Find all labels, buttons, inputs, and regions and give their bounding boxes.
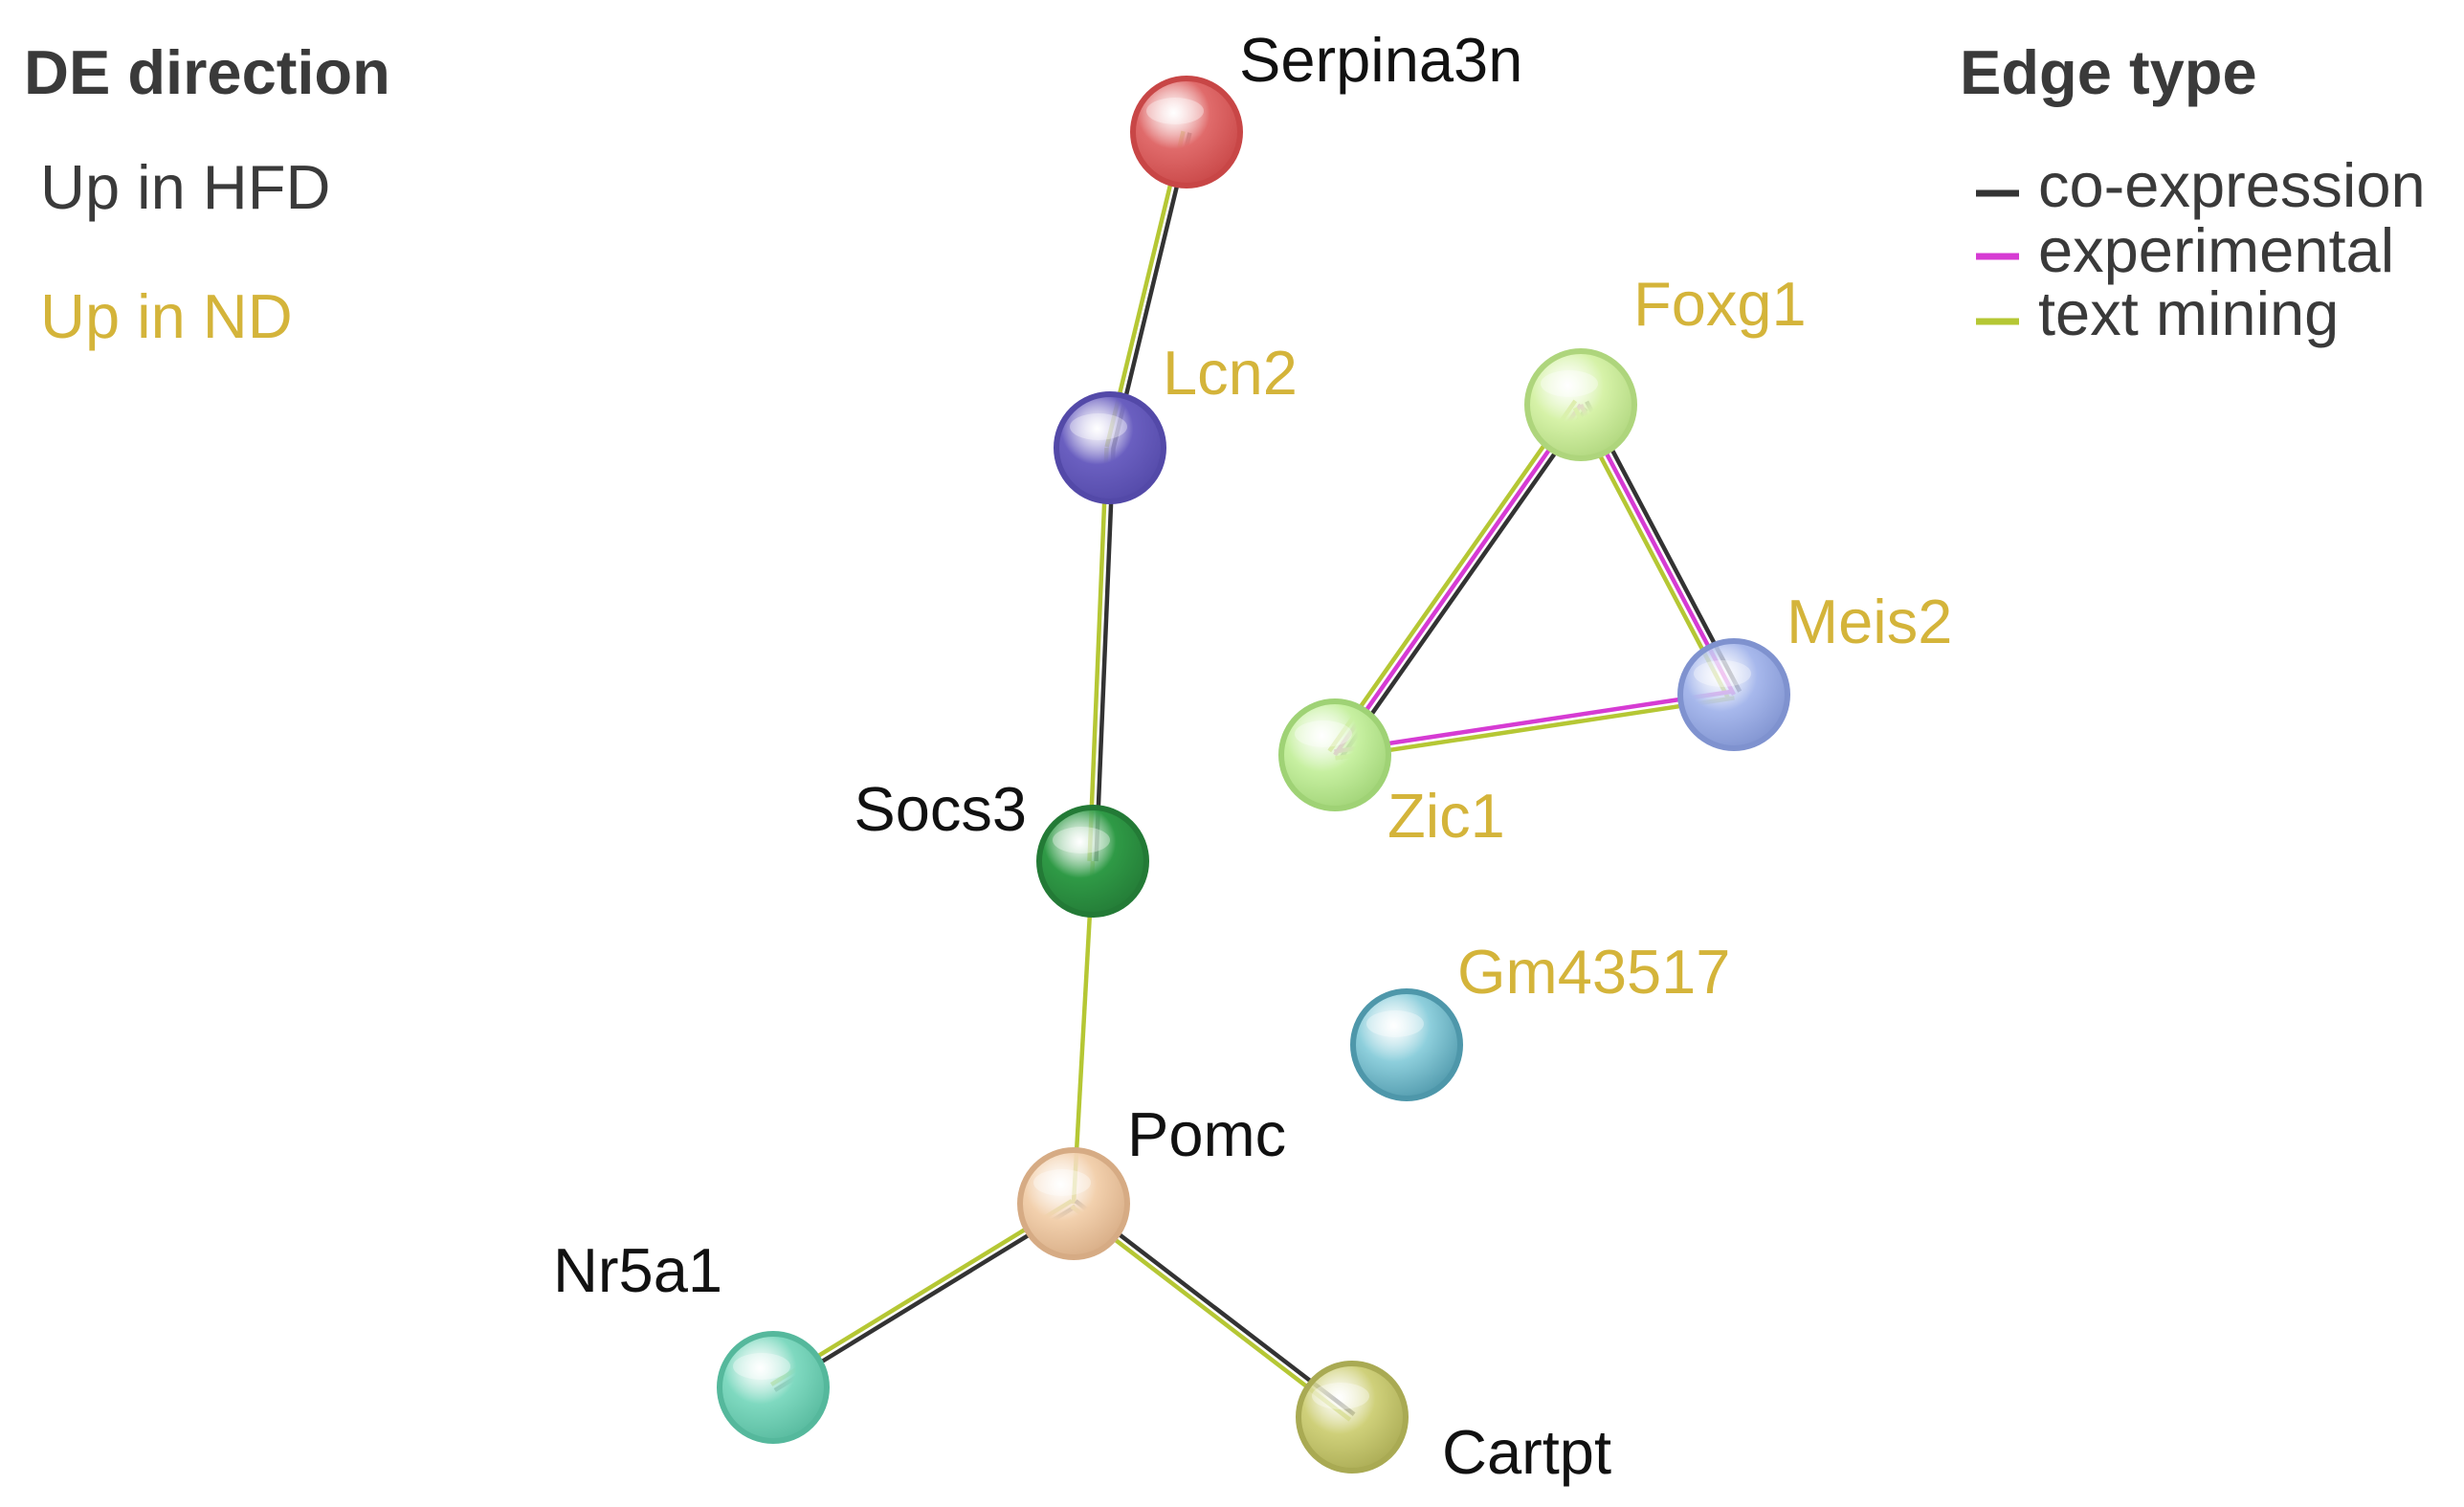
- node-nr5a1[interactable]: [717, 1331, 830, 1444]
- node-circle: [717, 1331, 830, 1444]
- edge-line-text-mining: [1335, 696, 1735, 761]
- edge-lcn2-socs3: [1087, 447, 1116, 862]
- de-legend-item-up-in-nd: Up in ND: [40, 281, 293, 351]
- edge-line-text-mining: [1087, 447, 1109, 861]
- edge-line-co-expression: [1074, 1199, 1356, 1417]
- edge-socs3-pomc: [1071, 860, 1096, 1205]
- node-pomc[interactable]: [1017, 1147, 1130, 1260]
- node-label-nr5a1: Nr5a1: [553, 1235, 722, 1305]
- node-label-meis2: Meis2: [1787, 587, 1952, 656]
- edge-line-co-expression: [1338, 407, 1588, 761]
- node-circle: [1677, 638, 1790, 751]
- node-meis2[interactable]: [1677, 638, 1790, 751]
- edge-pomc-cartpt: [1070, 1199, 1356, 1422]
- node-circle: [1278, 698, 1391, 811]
- node-label-gm43517: Gm43517: [1457, 937, 1730, 1007]
- node-circle: [1296, 1361, 1409, 1474]
- edge-line-text-mining: [1071, 860, 1096, 1205]
- edge-foxg1-zic1: [1327, 399, 1588, 761]
- node-highlight: [1070, 413, 1127, 440]
- edge-legend-item-experimental: experimental: [2038, 215, 2394, 285]
- node-gm43517[interactable]: [1350, 988, 1463, 1101]
- edge-legend-item-co-expression: co-expression: [2038, 150, 2426, 220]
- de-direction-legend: DE direction Up in HFD Up in ND: [24, 37, 390, 351]
- edge-line-experimental: [1333, 403, 1583, 757]
- node-highlight: [1295, 720, 1352, 747]
- edge-line-experimental: [1334, 689, 1734, 754]
- node-foxg1[interactable]: [1524, 348, 1637, 461]
- node-label-foxg1: Foxg1: [1633, 269, 1807, 339]
- de-legend-item-up-in-hfd: Up in HFD: [40, 152, 330, 222]
- node-highlight: [1366, 1010, 1424, 1037]
- node-zic1[interactable]: [1278, 698, 1391, 811]
- edge-type-legend: Edge type co-expression experimental tex…: [1960, 37, 2426, 348]
- node-circle: [1054, 391, 1166, 504]
- node-highlight: [1541, 370, 1598, 397]
- node-circle: [1130, 76, 1243, 188]
- node-circle: [1350, 988, 1463, 1101]
- edge-type-legend-title: Edge type: [1960, 37, 2257, 107]
- edge-line-co-expression: [1094, 448, 1116, 862]
- node-label-socs3: Socs3: [854, 774, 1027, 844]
- node-serpina3n[interactable]: [1130, 76, 1243, 188]
- edge-line-text-mining: [770, 1199, 1074, 1386]
- node-highlight: [1312, 1383, 1369, 1409]
- edge-line-text-mining: [1327, 399, 1578, 753]
- edge-zic1-meis2: [1334, 689, 1735, 761]
- node-label-lcn2: Lcn2: [1163, 338, 1298, 408]
- node-highlight: [733, 1353, 790, 1380]
- node-circle: [1017, 1147, 1130, 1260]
- edge-line-text-mining: [1070, 1204, 1352, 1422]
- node-socs3[interactable]: [1036, 805, 1149, 918]
- node-label-cartpt: Cartpt: [1442, 1417, 1611, 1487]
- node-label-zic1: Zic1: [1387, 781, 1505, 851]
- node-highlight: [1694, 660, 1751, 687]
- edge-line-co-expression: [773, 1205, 1077, 1392]
- node-highlight: [1053, 827, 1110, 853]
- edge-pomc-nr5a1: [770, 1199, 1077, 1392]
- node-highlight: [1146, 98, 1204, 124]
- node-circle: [1524, 348, 1637, 461]
- node-highlight: [1033, 1169, 1091, 1196]
- node-lcn2[interactable]: [1054, 391, 1166, 504]
- node-circle: [1036, 805, 1149, 918]
- de-direction-legend-title: DE direction: [24, 37, 390, 107]
- edges-layer: [770, 130, 1743, 1422]
- edge-legend-item-text-mining: text mining: [2038, 278, 2339, 348]
- node-label-pomc: Pomc: [1127, 1099, 1286, 1169]
- node-label-serpina3n: Serpina3n: [1239, 25, 1522, 95]
- nodes-layer: [717, 76, 1790, 1474]
- node-cartpt[interactable]: [1296, 1361, 1409, 1474]
